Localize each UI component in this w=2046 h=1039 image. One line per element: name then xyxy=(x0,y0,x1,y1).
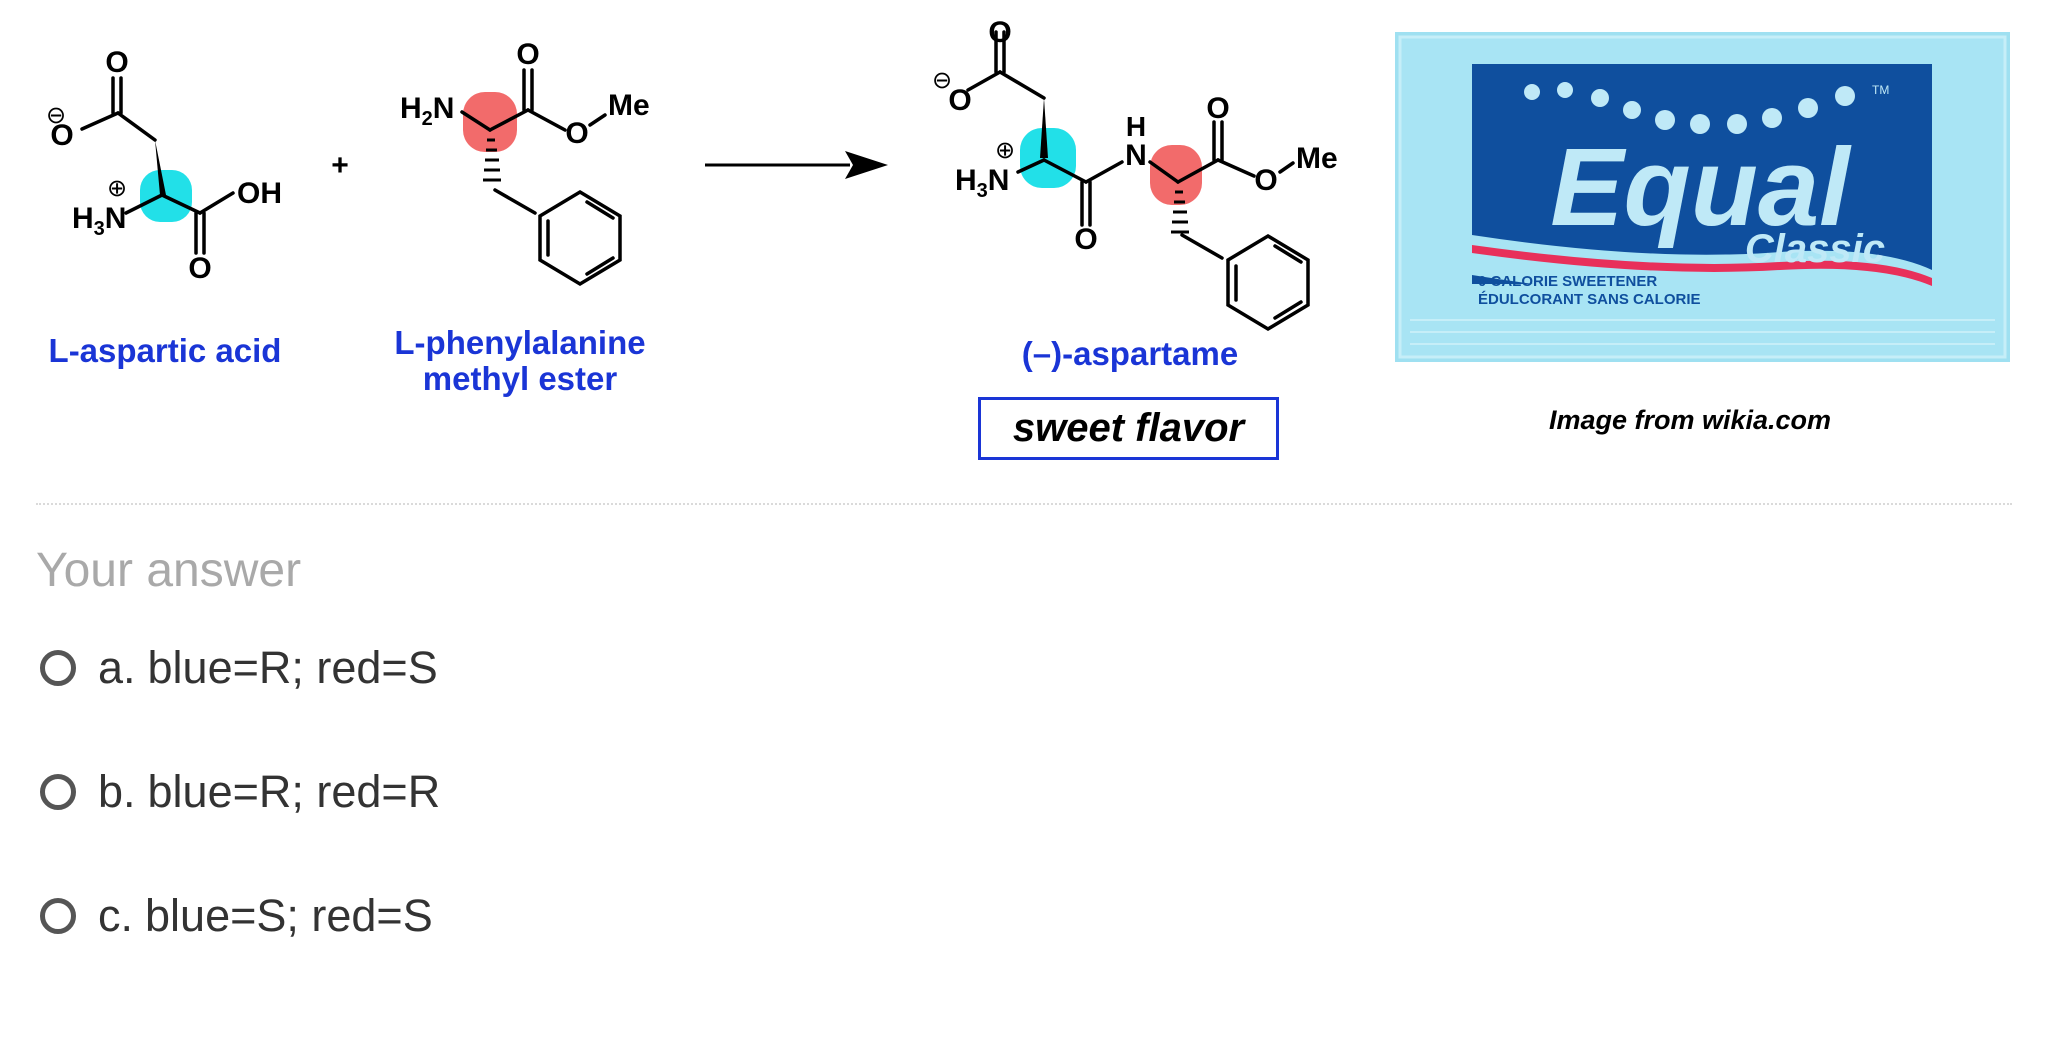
packet-tm: TM xyxy=(1872,83,1889,97)
red-highlight-phenylalanine xyxy=(463,92,517,152)
aspartame-structure: O O ⊖ H3N ⊕ H N O O O Me xyxy=(932,16,1338,332)
phenylalanine-me: Me xyxy=(608,89,650,122)
aspartame-neg-charge: ⊖ xyxy=(932,67,952,94)
reaction-scheme: O O OH O ⊖ H3N ⊕ + xyxy=(46,16,2010,362)
packet-line2: ÉDULCORANT SANS CALORIE xyxy=(1478,291,1701,308)
red-highlight-aspartame xyxy=(1150,145,1202,205)
option-letter: b. xyxy=(98,766,136,817)
aspartic-o-top: O xyxy=(105,46,128,79)
aspartame-o-amide: O xyxy=(1074,223,1097,256)
aspartic-pos-charge: ⊕ xyxy=(107,175,127,202)
packet-sub: Classic xyxy=(1745,227,1885,271)
phenylalanine-o-top: O xyxy=(516,38,539,71)
aspartame-pos-charge: ⊕ xyxy=(995,137,1015,164)
aspartic-o-bottom: O xyxy=(188,252,211,285)
aspartame-nh-n: N xyxy=(1125,139,1147,172)
option-a[interactable]: a. blue=R; red=S xyxy=(40,642,438,694)
sweet-flavor-text: sweet flavor xyxy=(1012,406,1245,450)
option-letter: c. xyxy=(98,890,134,941)
radio-button-c[interactable] xyxy=(40,898,76,934)
option-c[interactable]: c. blue=S; red=S xyxy=(40,890,433,942)
reaction-figure: O O OH O ⊖ H3N ⊕ + xyxy=(0,0,2046,480)
aspartic-o-neg: O xyxy=(50,119,73,152)
aspartame-me: Me xyxy=(1296,142,1338,175)
aspartame-o-ester: O xyxy=(1254,164,1277,197)
aspartame-o-neg: O xyxy=(948,84,971,117)
label-aspartic-acid: L-aspartic acid xyxy=(48,332,282,369)
option-letter: a. xyxy=(98,642,136,693)
aspartic-h3n: H3N xyxy=(72,202,126,240)
packet-line1: 0 CALORIE SWEETENER xyxy=(1478,273,1657,290)
label-aspartame: (–)-aspartame xyxy=(1021,335,1239,372)
option-b[interactable]: b. blue=R; red=R xyxy=(40,766,440,818)
image-credit: Image from wikia.com xyxy=(1548,405,1832,435)
aspartame-nh-h: H xyxy=(1126,111,1146,142)
phenylalanine-h2n: H2N xyxy=(400,92,454,130)
packet-brand: Equal xyxy=(1550,126,1852,249)
aspartame-h3n: H3N xyxy=(955,164,1009,202)
phenylalanine-ester-structure: H2N O O Me xyxy=(400,38,650,287)
equal-packet-image: Equal TM Classic 0 CALORIE SWEETENER ÉDU… xyxy=(1395,32,2010,362)
option-label: blue=S; red=S xyxy=(145,890,433,941)
radio-button-a[interactable] xyxy=(40,650,76,686)
aspartame-o-ester-top: O xyxy=(1206,92,1229,125)
option-label: blue=R; red=R xyxy=(147,766,441,817)
label-phenylalanine-line2: methyl ester xyxy=(422,360,618,397)
sweet-flavor-box: sweet flavor xyxy=(978,397,1279,460)
radio-button-b[interactable] xyxy=(40,774,76,810)
reaction-arrow xyxy=(705,151,888,179)
section-divider xyxy=(36,503,2012,505)
your-answer-prompt: Your answer xyxy=(36,544,302,597)
option-label: blue=R; red=S xyxy=(147,642,438,693)
aspartic-oh: OH xyxy=(237,177,282,210)
plus-sign: + xyxy=(331,149,349,182)
label-phenylalanine-line1: L-phenylalanine xyxy=(394,324,646,361)
aspartame-o-top: O xyxy=(988,16,1011,49)
aspartic-neg-charge: ⊖ xyxy=(46,102,66,129)
phenylalanine-o-ester: O xyxy=(565,117,588,150)
aspartic-acid-structure: O O OH O ⊖ H3N ⊕ xyxy=(46,46,282,285)
